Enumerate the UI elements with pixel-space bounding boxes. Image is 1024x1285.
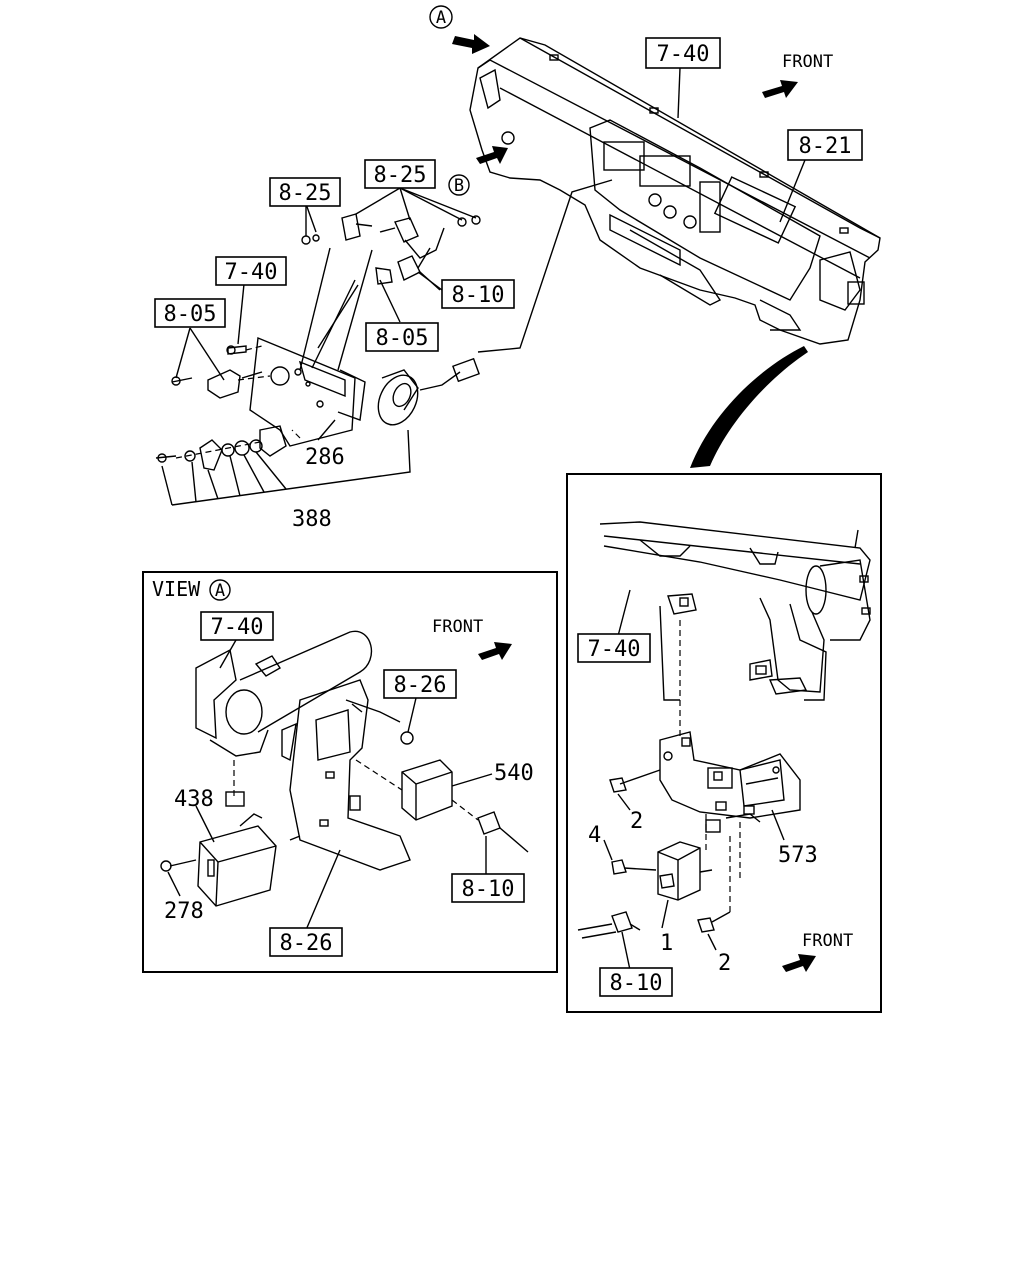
svg-text:8-05: 8-05 [376, 326, 429, 351]
callout-8-05-left[interactable]: 8-05 [154, 298, 226, 328]
front-arrow-top [762, 80, 798, 98]
part-540: 540 [494, 761, 534, 786]
marker-a-circle: A [429, 5, 453, 29]
view-b-arrow [476, 146, 508, 164]
detail-pointer [690, 346, 808, 468]
callout-8-10-viewa[interactable]: 8-10 [451, 873, 525, 903]
callout-8-05-right[interactable]: 8-05 [365, 322, 439, 352]
horn-bracket-assembly [155, 187, 481, 506]
svg-text:8-05: 8-05 [164, 302, 217, 327]
svg-text:7-40: 7-40 [588, 637, 641, 662]
callout-7-40-viewa[interactable]: 7-40 [200, 611, 274, 641]
part-2-upper: 2 [630, 809, 643, 834]
callout-8-25-left[interactable]: 8-25 [269, 177, 341, 207]
part-2-lower: 2 [718, 951, 731, 976]
detail-panel [566, 473, 882, 1013]
part-573: 573 [778, 843, 818, 868]
front-arrow-detail [782, 954, 816, 972]
svg-text:7-40: 7-40 [211, 615, 264, 640]
part-278: 278 [164, 899, 204, 924]
svg-text:8-10: 8-10 [610, 971, 663, 996]
view-a-label: VIEW [152, 577, 201, 601]
callout-7-40-left[interactable]: 7-40 [215, 256, 287, 286]
view-a-panel: VIEW A [142, 571, 558, 973]
svg-text:7-40: 7-40 [225, 260, 278, 285]
callout-8-26-viewa-bottom[interactable]: 8-26 [269, 927, 343, 957]
callout-8-26-viewa-top[interactable]: 8-26 [383, 669, 457, 699]
svg-text:A: A [436, 8, 446, 28]
callout-7-40-top[interactable]: 7-40 [645, 37, 721, 69]
svg-text:8-10: 8-10 [452, 283, 505, 308]
svg-text:7-40: 7-40 [657, 42, 710, 67]
part-388: 388 [292, 507, 332, 532]
svg-text:8-26: 8-26 [280, 931, 333, 956]
callout-8-21[interactable]: 8-21 [787, 129, 863, 161]
svg-text:B: B [454, 176, 464, 196]
svg-text:8-10: 8-10 [462, 877, 515, 902]
svg-text:8-25: 8-25 [374, 163, 427, 188]
dashboard-assembly [469, 37, 881, 353]
callout-8-25-right[interactable]: 8-25 [364, 159, 436, 189]
part-438: 438 [174, 787, 214, 812]
front-arrow-viewa [478, 642, 512, 660]
svg-text:8-25: 8-25 [279, 181, 332, 206]
svg-text:8-21: 8-21 [799, 134, 852, 159]
callout-8-10-top[interactable]: 8-10 [441, 279, 515, 309]
view-a-arrow [452, 34, 490, 54]
front-label-viewa: FRONT [432, 617, 483, 637]
front-label-detail: FRONT [802, 931, 853, 951]
part-1: 1 [660, 931, 673, 956]
marker-b-circle: B [448, 174, 470, 196]
callout-8-10-detail[interactable]: 8-10 [599, 967, 673, 997]
callout-7-40-detail[interactable]: 7-40 [577, 633, 651, 663]
view-a-circle-letter: A [215, 581, 225, 601]
part-286: 286 [305, 445, 345, 470]
front-label-top: FRONT [782, 52, 833, 72]
part-4: 4 [588, 823, 601, 848]
svg-text:8-26: 8-26 [394, 673, 447, 698]
